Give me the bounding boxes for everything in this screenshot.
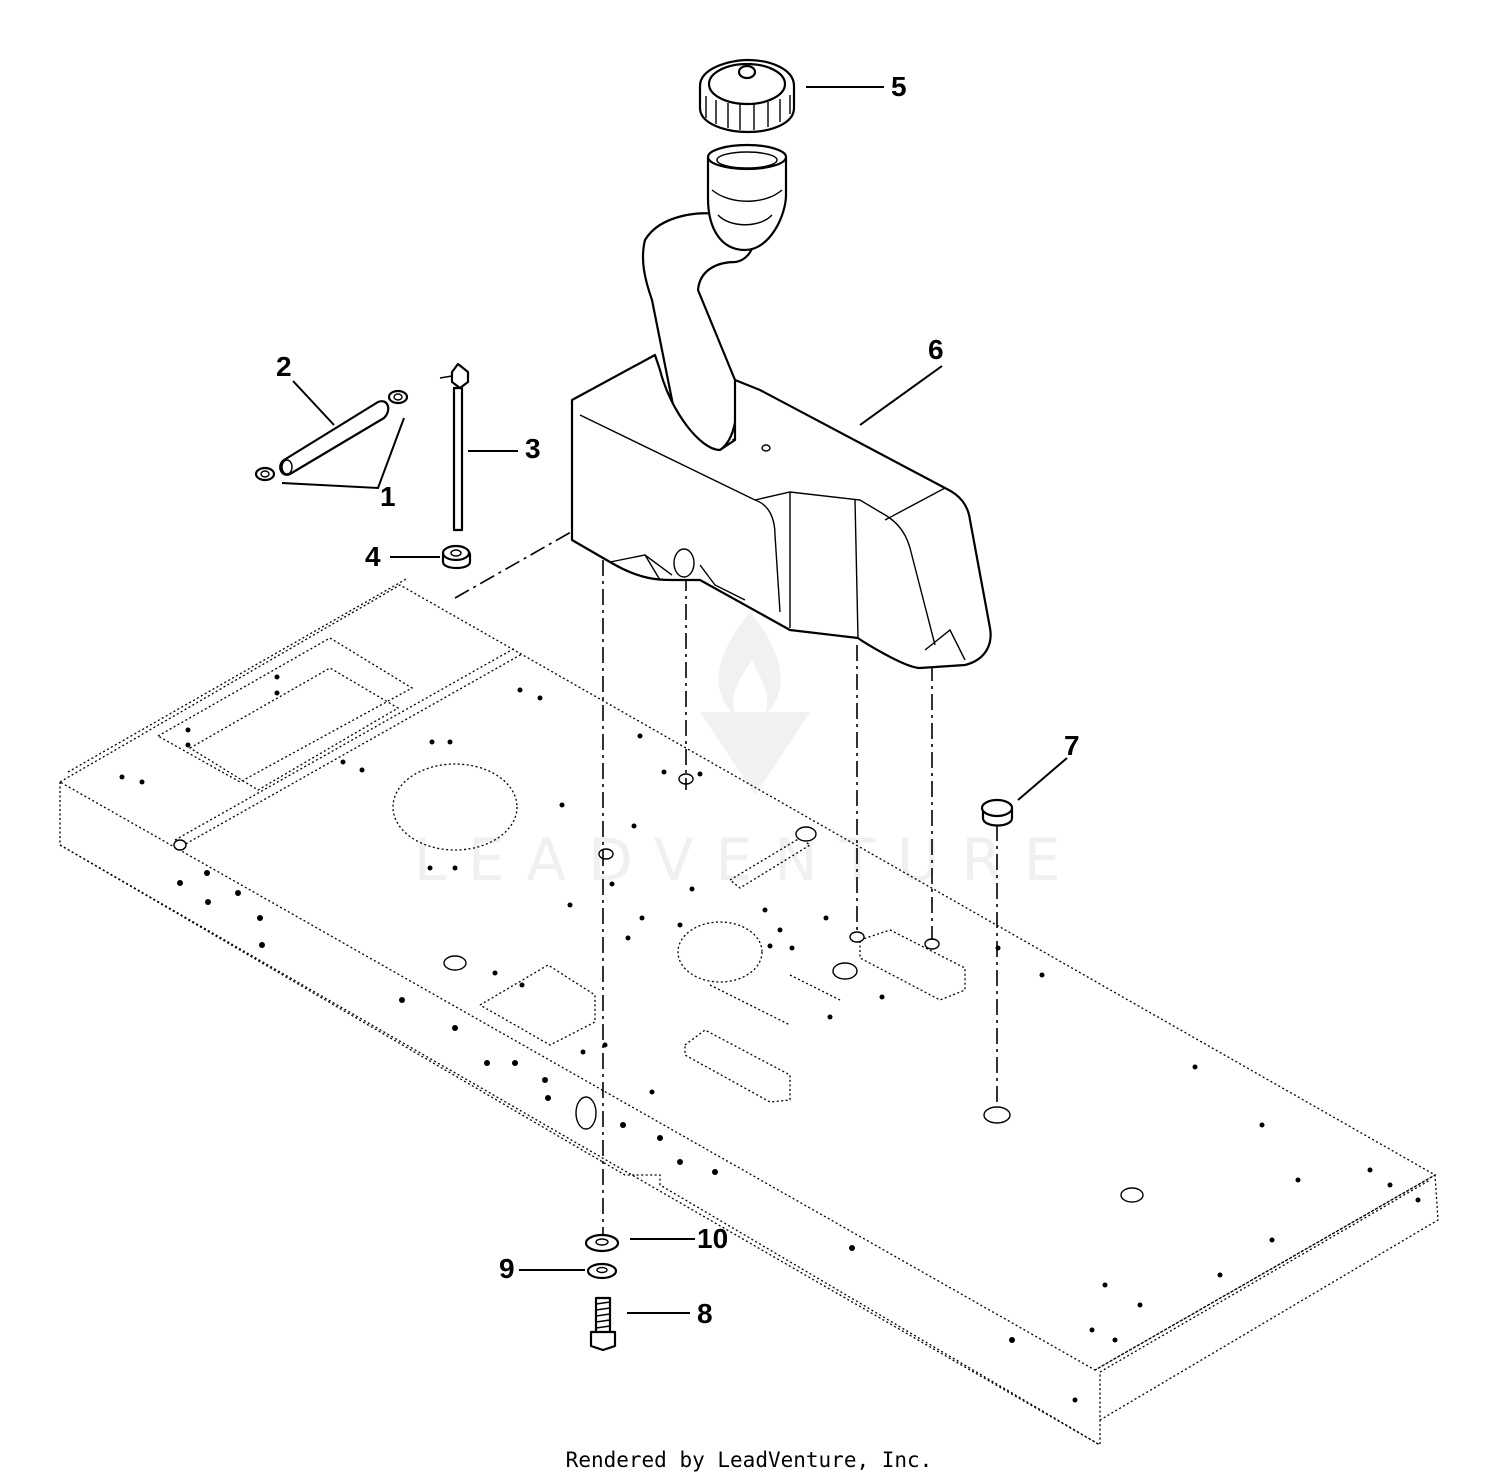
pickup-tube [439,362,470,532]
callout-7: 7 [1064,730,1080,761]
callout-labels: 1 2 3 4 5 6 7 8 9 10 [276,71,1080,1329]
flat-washer [584,1233,620,1253]
grommet [441,544,472,570]
fuel-hose [279,400,390,476]
callout-10: 10 [697,1223,728,1254]
lock-washer [586,1262,618,1280]
footer-credit: Rendered by LeadVenture, Inc. [566,1448,933,1472]
callout-4: 4 [365,541,381,572]
hose-clamps [254,389,409,482]
fuel-tank [570,143,992,670]
callout-9: 9 [499,1253,515,1284]
callout-8: 8 [697,1298,713,1329]
fuel-cap [698,58,796,134]
frame-holes [119,674,1421,1403]
callout-6: 6 [928,334,944,365]
chassis-frame [58,577,1439,1447]
watermark-text: LEADVENTURE [414,826,1083,894]
leadventure-watermark: LEADVENTURE [414,612,1083,894]
leader-lines [281,86,1068,1314]
callout-5: 5 [891,71,907,102]
hole-plug [980,798,1014,1124]
callout-2: 2 [276,351,292,382]
bolt [589,1296,617,1352]
callout-3: 3 [525,433,541,464]
callout-1: 1 [380,481,396,512]
